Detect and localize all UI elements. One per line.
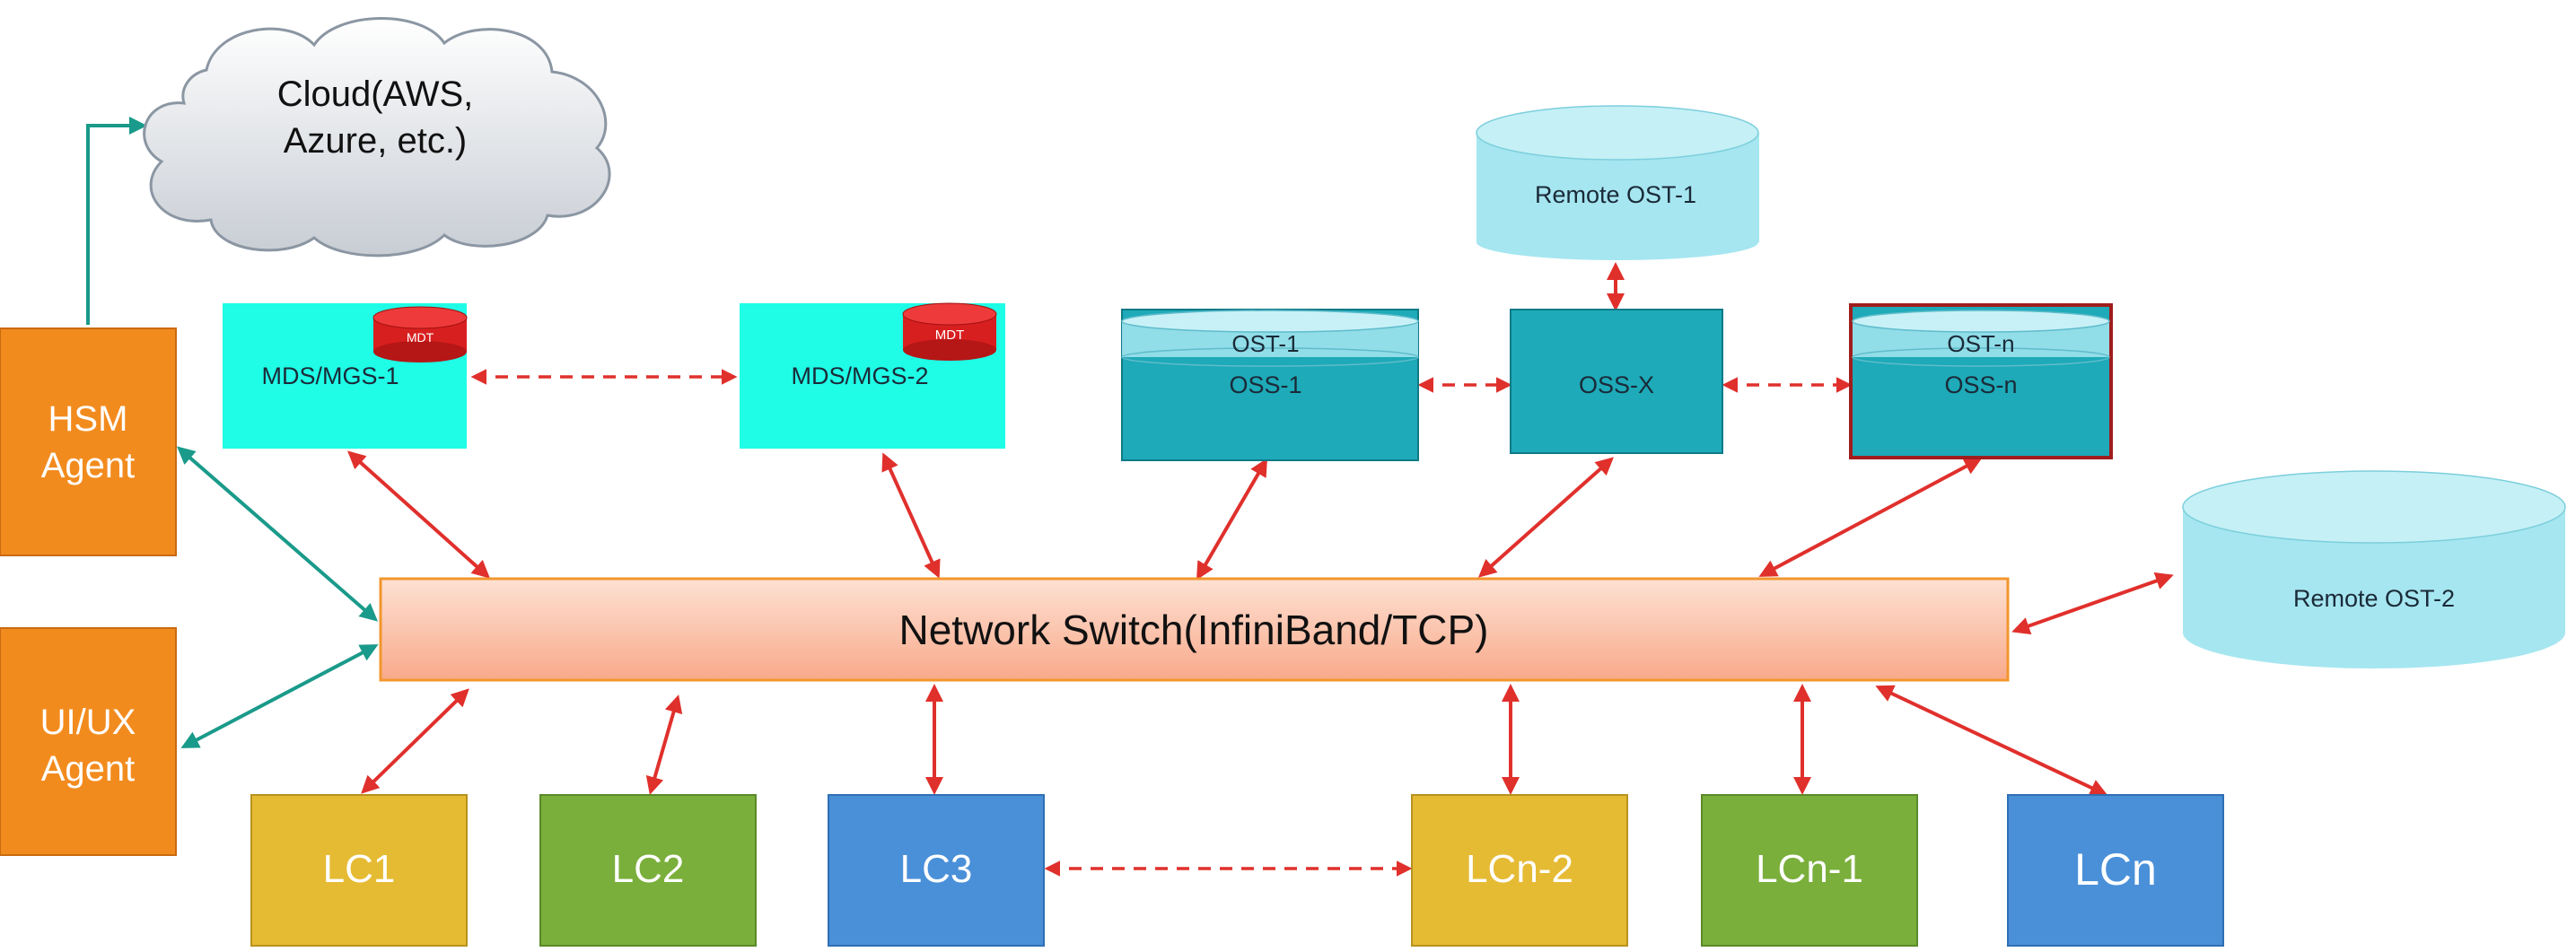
mds1-switch-link — [347, 450, 490, 579]
uiux-agent-label-line1: UI/UX — [40, 703, 136, 742]
client-label: LC1 — [323, 847, 396, 891]
client-lc1: LC1 — [250, 794, 468, 947]
hsm-agent-label-line1: HSM — [48, 399, 128, 439]
oss1-switch-link — [1196, 458, 1268, 581]
client-label: LCn-2 — [1466, 847, 1573, 891]
uiux-agent-label-line2: Agent — [41, 749, 136, 789]
switch-lc2-link — [645, 694, 683, 795]
client-lcn-1: LCn-1 — [1701, 794, 1918, 947]
oss-x-label: OSS-X — [1579, 371, 1654, 398]
mds-mgs-1-label: MDS/MGS-1 — [261, 362, 399, 389]
cloud-node: Cloud(AWS, Azure, etc.) — [143, 17, 611, 258]
mdt-disk-icon: MDT — [372, 306, 468, 362]
network-switch-label: Network Switch(InfiniBand/TCP) — [899, 607, 1489, 653]
client-lc2: LC2 — [539, 794, 757, 947]
oss-n-label: OSS-n — [1944, 371, 2017, 398]
client-label: LCn-1 — [1756, 847, 1863, 891]
mdt-2-badge: MDT — [935, 328, 965, 343]
ossn-switch-link — [1758, 458, 1983, 577]
mdt-disk-icon: MDT — [902, 302, 997, 361]
connectors — [86, 117, 2174, 877]
uiux-agent-node: UI/UX Agent — [0, 627, 177, 856]
lustre-clients: LC1 LC2 LC3 LCn-2 LCn-1 LCn — [250, 794, 2224, 947]
ossx-switch-link — [1478, 457, 1614, 578]
mds-mgs-2-label: MDS/MGS-2 — [791, 362, 928, 389]
remote-ost-2-node: Remote OST-2 — [2182, 470, 2566, 668]
hsm-agent-label-line2: Agent — [41, 446, 136, 485]
ost-n-label: OST-n — [1947, 330, 2014, 357]
cloud-label-line1: Cloud(AWS, — [277, 74, 474, 114]
mds-mgs-1-node: MDS/MGS-1 MDT — [223, 303, 468, 449]
switch-remote-ost2-link — [2011, 572, 2174, 635]
switch-lc1-link — [361, 688, 469, 794]
oss-n-node: OST-n OSS-n — [1849, 303, 2113, 459]
client-label: LC2 — [612, 847, 685, 891]
oss-1-node: OST-1 OSS-1 — [1121, 309, 1419, 461]
client-lcn-2: LCn-2 — [1411, 794, 1628, 947]
uiux-switch-link — [180, 644, 379, 748]
hsm-to-cloud-link — [86, 117, 147, 325]
network-switch-node: Network Switch(InfiniBand/TCP) — [379, 577, 2010, 682]
cloud-label-line2: Azure, etc.) — [284, 121, 468, 161]
client-label: LCn — [2074, 844, 2157, 895]
ost-1-label: OST-1 — [1231, 330, 1299, 357]
mds-mgs-2-node: MDS/MGS-2 MDT — [740, 302, 1005, 449]
switch-lcn-link — [1875, 685, 2108, 797]
remote-ost-1-label: Remote OST-1 — [1535, 181, 1696, 208]
hsm-switch-link — [176, 446, 379, 622]
oss-1-label: OSS-1 — [1229, 371, 1301, 398]
client-lcn: LCn — [2007, 794, 2224, 947]
hsm-agent-node: HSM Agent — [0, 328, 177, 556]
client-lc3: LC3 — [828, 794, 1045, 947]
client-label: LC3 — [900, 847, 973, 891]
remote-ost-1-node: Remote OST-1 — [1476, 105, 1759, 260]
cloud-shape — [143, 17, 611, 258]
oss-x-node: OSS-X — [1510, 309, 1723, 454]
remote-ost-2-label: Remote OST-2 — [2293, 585, 2455, 612]
mdt-1-badge: MDT — [407, 330, 434, 345]
mds2-switch-link — [881, 452, 941, 579]
